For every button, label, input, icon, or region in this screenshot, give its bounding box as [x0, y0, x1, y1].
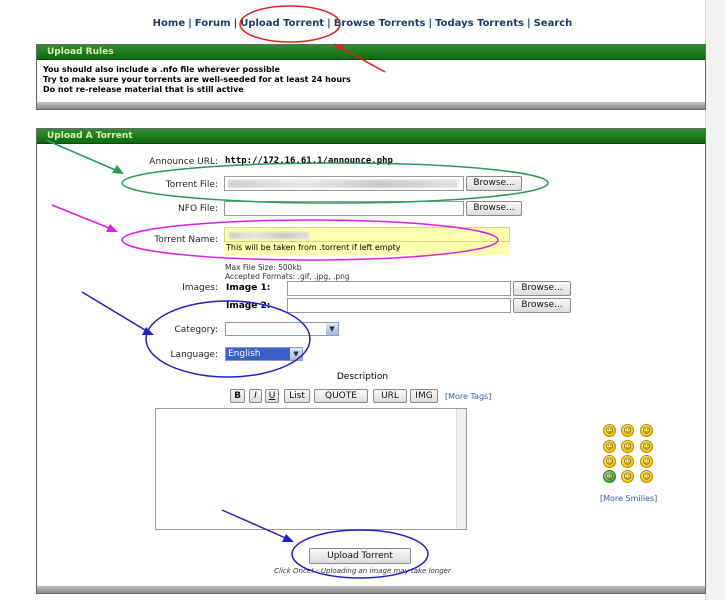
- chevron-down-icon: ▼: [326, 323, 338, 335]
- tag-underline-button[interactable]: U: [265, 389, 279, 403]
- upload-torrent-title: Upload A Torrent: [37, 129, 705, 144]
- smiley-icon[interactable]: ☺: [603, 424, 616, 437]
- nav-todays-torrents[interactable]: Todays Torrents: [435, 18, 524, 29]
- image1-browse-button[interactable]: Browse...: [513, 281, 571, 296]
- category-select[interactable]: ▼: [225, 322, 339, 336]
- nav-home[interactable]: Home: [152, 18, 186, 29]
- image1-input[interactable]: [287, 281, 511, 296]
- accepted-formats: Accepted Formats: .gif, .jpg, .png: [225, 272, 350, 281]
- panel-footer: [37, 586, 705, 593]
- nav-upload-torrent[interactable]: Upload Torrent: [240, 18, 325, 29]
- top-navigation: Home|Forum|Upload Torrent|Browse Torrent…: [152, 18, 573, 29]
- rule-line: Do not re-release material that is still…: [43, 85, 244, 94]
- nav-browse-torrents[interactable]: Browse Torrents: [333, 18, 426, 29]
- panel-footer: [37, 102, 705, 109]
- smiley-icon[interactable]: ☺: [621, 455, 634, 468]
- rule-line: You should also include a .nfo file wher…: [43, 65, 280, 74]
- smiley-icon[interactable]: ☺: [640, 440, 653, 453]
- tag-url-button[interactable]: URL: [373, 389, 407, 403]
- smiley-icon[interactable]: ☺: [603, 455, 616, 468]
- image2-input[interactable]: [287, 298, 511, 313]
- smiley-icon[interactable]: ☺: [640, 424, 653, 437]
- tag-italic-button[interactable]: I: [249, 389, 262, 403]
- max-file-size: Max File Size: 500kb: [225, 263, 302, 272]
- nfo-file-browse-button[interactable]: Browse...: [466, 201, 522, 216]
- smiley-icon[interactable]: ☺: [640, 470, 653, 483]
- torrent-file-browse-button[interactable]: Browse...: [466, 176, 522, 191]
- tag-bold-button[interactable]: B: [230, 389, 245, 403]
- language-select[interactable]: English ▼: [225, 347, 303, 361]
- torrent-name-label: Torrent Name:: [154, 235, 218, 245]
- language-selected-value: English: [228, 349, 261, 359]
- smiley-icon[interactable]: ☺: [621, 440, 634, 453]
- tag-quote-button[interactable]: QUOTE: [314, 389, 368, 403]
- smiley-icon[interactable]: ☺: [603, 440, 616, 453]
- upload-torrent-submit-button[interactable]: Upload Torrent: [309, 548, 411, 564]
- upload-rules-panel: Upload Rules You should also include a .…: [36, 44, 706, 110]
- nav-forum[interactable]: Forum: [194, 18, 231, 29]
- description-scrollbar[interactable]: [456, 409, 466, 529]
- announce-url-label: Announce URL:: [149, 157, 218, 167]
- torrent-file-path: [228, 180, 458, 188]
- smiley-icon[interactable]: ☺: [621, 424, 634, 437]
- upload-rules-body: You should also include a .nfo file wher…: [37, 60, 705, 95]
- submit-note: Click Once! - Uploading an image may tak…: [274, 567, 451, 575]
- rule-line: Try to make sure your torrents are well-…: [43, 75, 351, 84]
- smiley-icon[interactable]: ☺: [640, 455, 653, 468]
- more-smilies-link[interactable]: [More Smilies]: [600, 494, 658, 503]
- nfo-file-label: NFO File:: [178, 204, 218, 214]
- torrent-name-input[interactable]: [224, 227, 510, 242]
- description-textarea[interactable]: [155, 408, 467, 530]
- announce-url-value: http://172.16.61.1/announce.php: [225, 156, 393, 166]
- upload-rules-title: Upload Rules: [37, 45, 705, 60]
- torrent-file-label: Torrent File:: [165, 180, 218, 190]
- nav-search[interactable]: Search: [533, 18, 573, 29]
- smiley-icon[interactable]: ☺: [603, 470, 616, 483]
- smiley-icon[interactable]: ☺: [621, 470, 634, 483]
- image1-label: Image 1:: [226, 283, 271, 293]
- torrent-file-input[interactable]: [224, 176, 464, 191]
- image2-browse-button[interactable]: Browse...: [513, 298, 571, 313]
- image2-label: Image 2:: [226, 301, 271, 311]
- category-label: Category:: [174, 325, 219, 335]
- torrent-name-hint: This will be taken from .torrent if left…: [224, 242, 510, 255]
- images-label: Images:: [182, 283, 218, 293]
- window-edge: [705, 0, 725, 600]
- chevron-down-icon: ▼: [290, 348, 302, 360]
- tag-img-button[interactable]: IMG: [410, 389, 438, 403]
- language-label: Language:: [170, 350, 218, 360]
- nfo-file-input[interactable]: [224, 201, 464, 216]
- torrent-name-value: [229, 232, 309, 239]
- more-tags-link[interactable]: [More Tags]: [445, 392, 492, 401]
- description-label: Description: [336, 372, 389, 382]
- tag-list-button[interactable]: List: [284, 389, 310, 403]
